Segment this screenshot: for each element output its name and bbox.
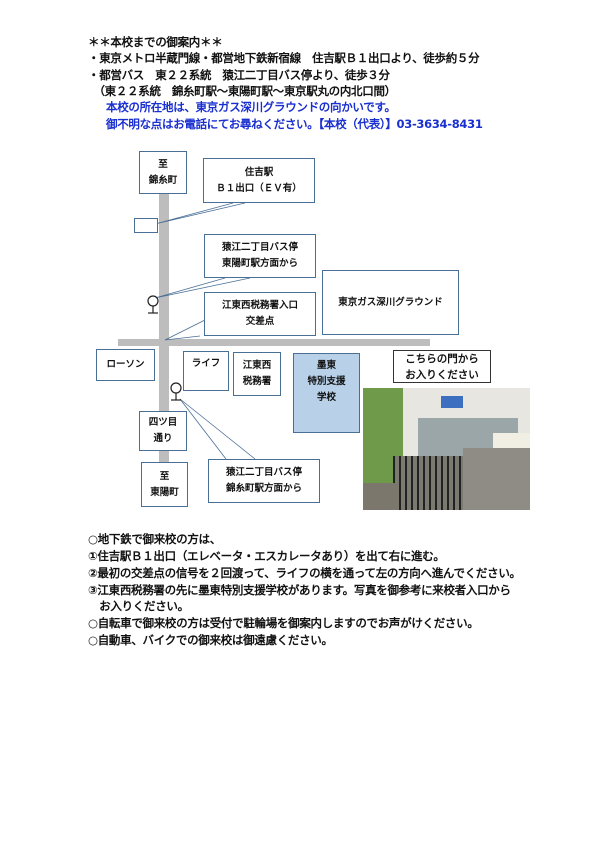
text: 交差点 [245, 316, 275, 327]
text: 江東西 [242, 360, 272, 371]
guide-title: ＊＊本校までの御案内＊＊ [88, 35, 223, 49]
text: 通り [153, 433, 173, 444]
label-tax-office: 江東西税務署 [233, 352, 281, 396]
label-to-kinshicho: 至錦糸町 [139, 151, 187, 194]
text: こちらの門から [405, 352, 479, 365]
location-note: 本校の所在地は、東京ガス深川グラウンドの向かいです。 [106, 100, 396, 114]
label-to-toyocho: 至東陽町 [141, 462, 188, 507]
school-building: 墨東特別支援学校 [293, 353, 360, 433]
text: お入りください [405, 368, 479, 381]
access-line: （東２２系統 錦糸町駅～東陽町駅～東京駅丸の内北口間） [88, 84, 396, 98]
text: 錦糸町 [148, 174, 178, 186]
access-line: ・都営バス 東２２系統 猿江二丁目バス停より、徒歩３分 [88, 68, 390, 82]
text: 江東西税務署入口 [221, 300, 298, 311]
text: 特別支援 [307, 376, 346, 387]
bus-stop-icon [147, 295, 159, 314]
text: ライフ [191, 358, 221, 369]
text: 錦糸町駅方面から [225, 483, 302, 494]
label-yotsume-dori: 四ツ目通り [139, 411, 187, 451]
road-vertical [159, 194, 169, 507]
school-gate-photo [363, 388, 530, 510]
text: ローソン [106, 359, 145, 370]
text: 至 [159, 470, 170, 482]
directions-line: お入りください。 [88, 599, 189, 613]
access-line: ・東京メトロ半蔵門線・都営地下鉄新宿線 住吉駅Ｂ１出口より、徒歩約５分 [88, 51, 480, 65]
station-exit-marker [134, 218, 158, 233]
road-horizontal [118, 339, 430, 346]
label-sumiyoshi-station: 住吉駅 Ｂ１出口（ＥＶ有） [203, 158, 315, 203]
text: 墨東 [316, 360, 336, 371]
label-lawson: ローソン [96, 349, 155, 381]
text: 学校 [316, 392, 336, 403]
label-gate: こちらの門からお入りください [393, 350, 491, 383]
directions-line: ○自動車、バイクでの御来校は御遠慮ください。 [88, 633, 333, 647]
label-life: ライフ [183, 351, 229, 391]
text: 四ツ目 [148, 417, 178, 428]
text: Ｂ１出口（ＥＶ有） [216, 182, 302, 194]
text: 至 [158, 158, 168, 170]
directions-line: ②最初の交差点の信号を２回渡って、ライフの横を通って左の方向へ進んでください。 [88, 566, 521, 580]
text: 東京ガス深川グラウンド [338, 296, 443, 308]
label-bus-stop-1: 猿江二丁目バス停東陽町駅方面から [204, 234, 316, 278]
text: 猿江二丁目バス停 [225, 467, 302, 478]
bus-stop-icon [170, 382, 182, 401]
label-tokyo-gas-ground: 東京ガス深川グラウンド [322, 270, 459, 335]
directions-line: ①住吉駅Ｂ１出口（エレベータ・エスカレータあり）を出て右に進む。 [88, 549, 445, 563]
label-intersection: 江東西税務署入口交差点 [204, 292, 316, 336]
text: 東陽町駅方面から [221, 258, 298, 269]
text: 住吉駅 [244, 166, 274, 178]
text: 税務署 [242, 376, 272, 387]
directions-line: ○自転車で御来校の方は受付で駐輪場を御案内しますのでお声がけください。 [88, 616, 479, 630]
directions-line: ○地下鉄で御来校の方は、 [88, 532, 221, 546]
contact-note: 御不明な点はお電話にてお尋ねください。【本校（代表）】03-3634-8431 [106, 117, 483, 131]
text: 東陽町 [150, 486, 179, 498]
directions-line: ③江東西税務署の先に墨東特別支援学校があります。写真を御参考に来校者入口から [88, 583, 511, 597]
label-bus-stop-2: 猿江二丁目バス停錦糸町駅方面から [208, 459, 320, 503]
text: 猿江二丁目バス停 [221, 242, 298, 253]
